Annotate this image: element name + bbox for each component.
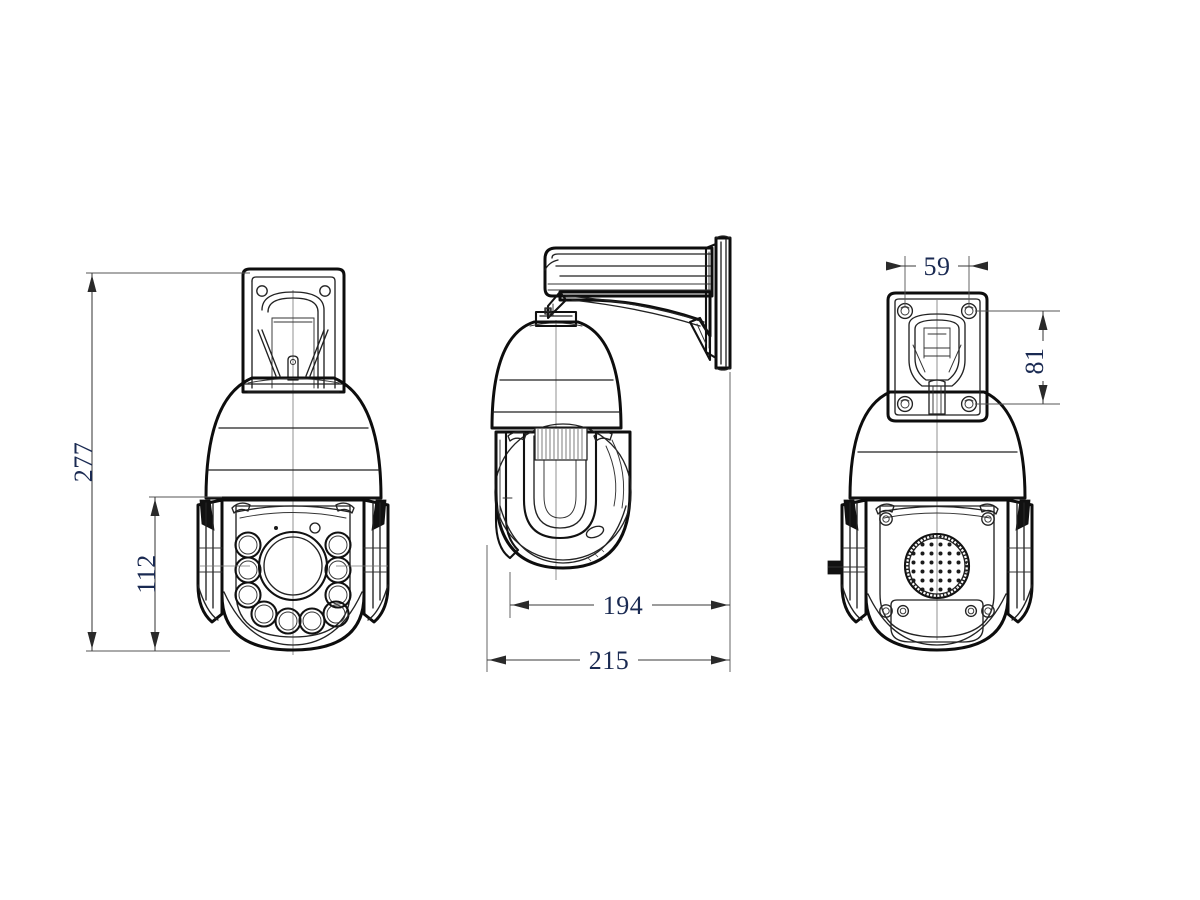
- rear-bracket-screws: [896, 302, 978, 413]
- rear-speaker-grille: [903, 532, 971, 600]
- dimension-277: 277: [69, 272, 250, 652]
- ir-led-array-right: [324, 531, 352, 609]
- rear-view: [827, 291, 1034, 652]
- dim-59-arrow-left: [886, 261, 903, 271]
- rear-camera-head: [864, 498, 1010, 652]
- bracket-center-tab: [287, 355, 299, 381]
- side-ptz-head: [494, 423, 632, 570]
- rear-dome-housing: [848, 390, 1027, 500]
- rear-lower-screw: [879, 604, 893, 618]
- ir-led: [234, 581, 262, 609]
- ir-led: [322, 600, 350, 628]
- bracket-screw: [896, 395, 914, 413]
- dim-81-label: 81: [1020, 348, 1049, 375]
- dim-194-label: 194: [603, 591, 644, 620]
- rear-head-screw: [981, 512, 995, 526]
- head-hook-right: [335, 502, 355, 514]
- dim-112-label: 112: [132, 554, 161, 594]
- dim-277-label: 277: [69, 442, 98, 483]
- dim-59-arrow-right: [971, 261, 988, 271]
- head-hook-left: [231, 502, 251, 514]
- ir-led-array-bottom: [250, 600, 350, 635]
- ir-led: [324, 581, 352, 609]
- status-indicator-dot: [274, 526, 278, 530]
- dim-81-arrow-top: [1038, 313, 1048, 330]
- side-wall-mount-arm: [543, 246, 714, 298]
- dimension-81: 81: [975, 310, 1060, 405]
- dimension-194: 194: [509, 372, 731, 620]
- side-detail-oval: [585, 525, 605, 539]
- dim-112-arrow-bottom: [150, 632, 160, 649]
- dim-277-arrow-top: [87, 275, 97, 292]
- side-heatsink-fins: [534, 427, 588, 461]
- rear-side-fin-right: [1006, 498, 1034, 624]
- dim-277-arrow-bottom: [87, 632, 97, 649]
- rear-head-screw: [879, 512, 893, 526]
- front-camera-head: [220, 498, 366, 652]
- dim-194-arrow-left: [512, 600, 529, 610]
- dimension-112: 112: [132, 496, 230, 652]
- rear-hook-left: [875, 503, 895, 515]
- dim-215-label: 215: [589, 646, 630, 675]
- dim-112-arrow-top: [150, 499, 160, 516]
- rear-hook-right: [979, 503, 999, 515]
- side-view: [490, 235, 732, 580]
- side-dome-housing: [490, 320, 623, 430]
- bracket-screw-hole-right: [319, 285, 331, 297]
- dim-215-arrow-right: [711, 655, 728, 665]
- rear-side-fin-left: [840, 498, 868, 624]
- front-mounting-bracket: [241, 267, 346, 394]
- front-side-fin-left: [196, 498, 224, 624]
- light-sensor: [309, 522, 321, 534]
- dim-194-arrow-right: [711, 600, 728, 610]
- front-view: [196, 267, 390, 655]
- side-arm-gusset: [546, 290, 712, 362]
- rear-cover-plate: [890, 599, 984, 643]
- front-dome-housing: [204, 376, 383, 500]
- rear-lower-screw: [981, 604, 995, 618]
- bracket-screw-hole-left: [256, 285, 268, 297]
- rear-mounting-plate: [886, 291, 989, 423]
- dim-215-arrow-left: [489, 655, 506, 665]
- dimension-59: 59: [886, 252, 988, 306]
- rear-clamp-structure: [908, 313, 966, 415]
- front-side-fin-right: [362, 498, 390, 624]
- rear-cable-connector: [827, 560, 867, 575]
- dim-59-label: 59: [924, 252, 951, 281]
- dimension-215: 215: [486, 545, 731, 675]
- rear-center-post: [928, 381, 946, 415]
- dim-81-arrow-bottom: [1038, 385, 1048, 402]
- ir-led-array-left: [234, 531, 262, 609]
